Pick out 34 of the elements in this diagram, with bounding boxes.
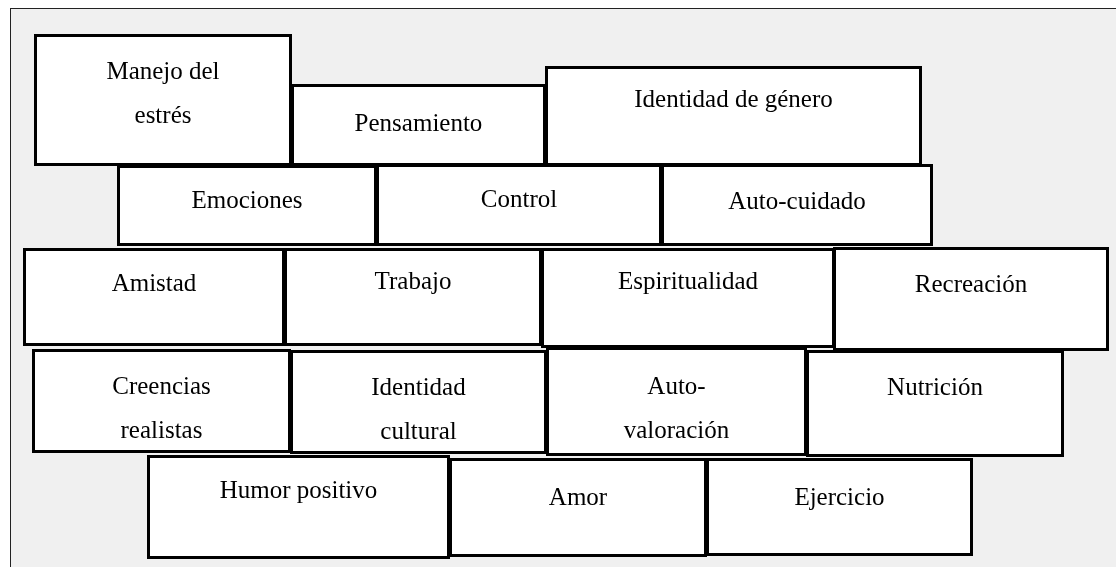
brick-box [32,349,291,453]
brick-label: Identidad de género [634,84,833,114]
brick-label: Auto-cuidado [728,186,866,216]
brick-box [23,248,285,346]
brick-label: Identidad cultural [370,372,467,446]
brick-box [34,34,292,166]
brick-box [541,248,835,348]
brick-box [706,458,973,556]
brick-label: Amor [548,482,608,512]
brick-box [545,66,922,166]
brick-box [291,84,546,166]
brick-box [290,350,547,454]
brick-box [117,165,377,246]
brick-box [661,164,933,246]
brick-label: Nutrición [887,372,983,402]
brick-label: Pensamiento [354,108,483,138]
brick-label: Ejercicio [794,482,885,512]
brick-label: Auto- valoración [622,371,731,445]
brick-label: Humor positivo [219,475,378,505]
brick-label: Recreación [914,269,1028,299]
brick-box [806,350,1064,457]
brick-label: Creencias realistas [111,371,212,445]
brick-label: Manejo del estrés [105,56,221,130]
brick-box [376,164,662,246]
brick-box [833,247,1109,351]
brick-label: Trabajo [374,266,452,296]
brick-box [449,458,707,557]
brick-label: Control [480,184,558,214]
brick-box [284,248,542,346]
brick-box [147,455,450,559]
brick-box [546,347,807,456]
brick-label: Emociones [191,185,303,215]
brick-label: Amistad [111,268,197,298]
brick-label: Espiritualidad [617,266,759,296]
